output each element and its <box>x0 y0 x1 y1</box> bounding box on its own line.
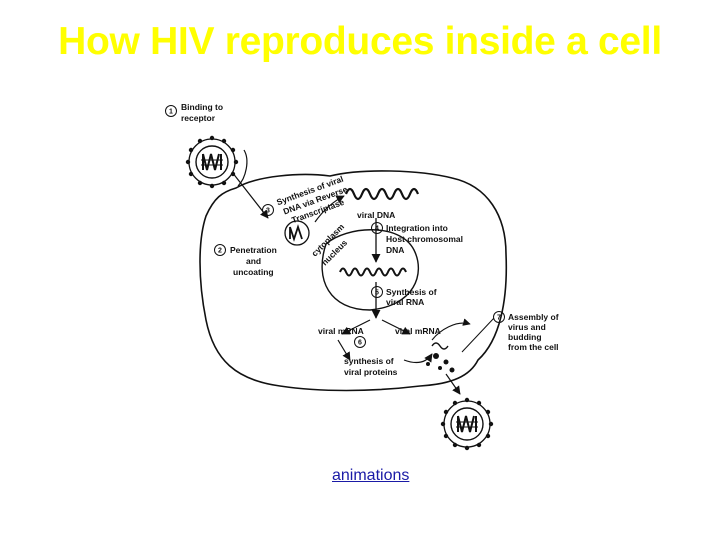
svg-text:5: 5 <box>375 290 379 297</box>
cell-membrane <box>199 170 508 392</box>
viral-dna-label: viral DNA <box>357 210 395 220</box>
step-4-marker: 4 <box>371 222 383 234</box>
step-5-label: Synthesis of viral RNA <box>386 287 439 307</box>
translation-arrow <box>337 339 351 361</box>
step-7-marker: 7 <box>493 311 505 323</box>
step-5-marker: 5 <box>371 286 383 298</box>
uncoated-capsid-icon <box>284 220 310 246</box>
mrna-right-arrow <box>381 319 411 335</box>
svg-text:3: 3 <box>266 208 270 215</box>
step-1-label: Binding to receptor <box>181 102 225 123</box>
assembly-site-icon <box>426 342 455 373</box>
svg-text:1: 1 <box>169 109 173 116</box>
step-6-marker: 6 <box>354 336 366 348</box>
mrna-left-arrow <box>341 319 371 335</box>
budded-virion-icon <box>439 396 495 452</box>
svg-text:6: 6 <box>358 340 362 347</box>
step-6-label: synthesis of viral proteins <box>344 356 398 377</box>
animations-link[interactable]: animations <box>332 467 410 484</box>
chromosome-helix <box>339 267 407 277</box>
step-2-label: Penetration and uncoating <box>230 245 279 277</box>
step-7-label: Assembly of virus and budding from the c… <box>508 312 561 352</box>
viral-mrna-right-label: viral mRNA <box>395 326 441 336</box>
step-3-label: Synthesis of viral DNA via Reverse Trans… <box>275 173 355 228</box>
rna-to-assembly-arrow <box>431 318 471 341</box>
assembly-pointer <box>461 317 495 353</box>
viral-dna-helix <box>344 187 420 201</box>
step-4-label: Integration into Host chromosomal DNA <box>386 223 465 255</box>
svg-text:4: 4 <box>375 226 379 233</box>
entry-arrow <box>231 171 269 219</box>
protein-arrow <box>403 353 433 364</box>
svg-text:2: 2 <box>218 248 222 255</box>
slide-title: How HIV reproduces inside a cell <box>58 20 662 63</box>
rt-arrow <box>314 195 345 223</box>
budding-arrow <box>445 373 461 395</box>
step-3-marker: 3 <box>262 204 274 216</box>
svg-text:7: 7 <box>497 315 501 322</box>
step-1-marker: 1 <box>165 105 177 117</box>
binding-virion-icon <box>184 134 240 190</box>
step-2-marker: 2 <box>214 244 226 256</box>
receptor-line <box>237 149 248 187</box>
viral-mrna-left-label: viral mRNA <box>318 326 364 336</box>
